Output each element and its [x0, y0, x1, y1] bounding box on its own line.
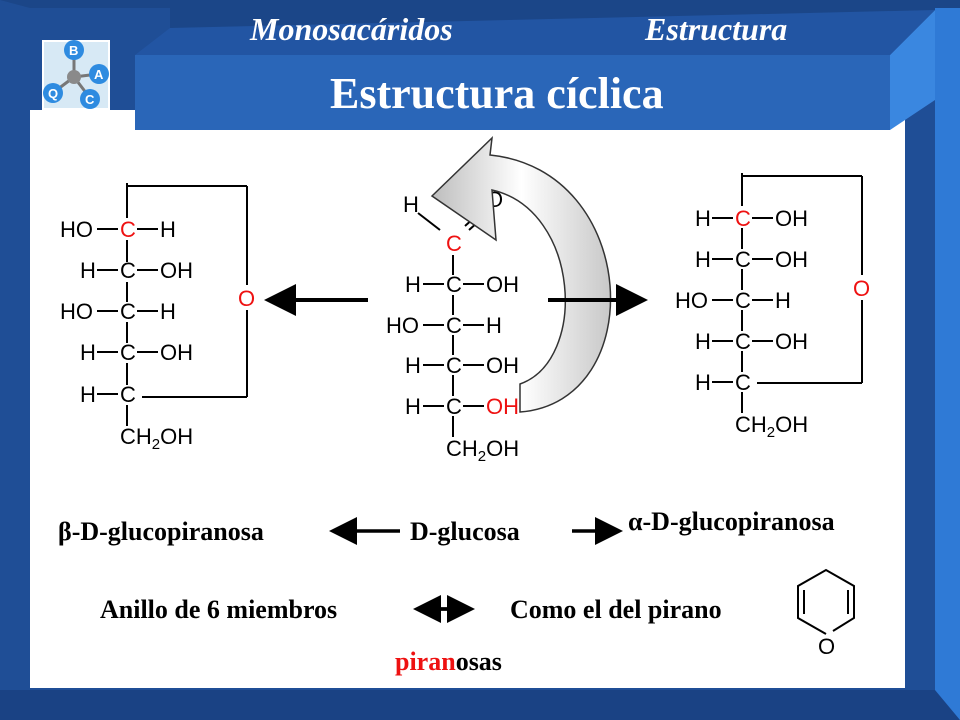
- atom-c-anomeric: C: [120, 217, 136, 242]
- atom-h: H: [405, 272, 421, 297]
- atom-ho: HO: [60, 217, 93, 242]
- atom-ch2-tail: OH: [775, 412, 808, 437]
- ring-oxygen: O: [853, 276, 870, 301]
- atom-oh: OH: [160, 258, 193, 283]
- atom-c: C: [735, 329, 751, 354]
- atom-c: C: [120, 340, 136, 365]
- ring-size-label: Anillo de 6 miembros: [100, 595, 337, 624]
- frame-bottom-edge: [0, 690, 960, 720]
- atom-h: H: [775, 288, 791, 313]
- title-band: [135, 55, 890, 130]
- header-right: Estructura: [644, 11, 787, 47]
- atom-h: H: [160, 299, 176, 324]
- beta-atoms: HO C H H C OH HO C H H C OH H C CH2OH O: [60, 217, 255, 453]
- frame-right-edge: [935, 8, 960, 720]
- beta-name: -D-glucopiranosa: [72, 517, 264, 546]
- atom-h: H: [80, 382, 96, 407]
- atom-c: C: [446, 313, 462, 338]
- logo-letter-b: B: [69, 43, 78, 58]
- atom-h: H: [405, 394, 421, 419]
- atom-ch2-subscript: 2: [152, 436, 160, 453]
- atom-c: C: [735, 288, 751, 313]
- atom-ch2-subscript: 2: [478, 448, 486, 465]
- page-title: Estructura cíclica: [330, 69, 664, 118]
- atom-c: C: [120, 382, 136, 407]
- atom-ho: HO: [675, 288, 708, 313]
- ring-oxygen: O: [238, 286, 255, 311]
- logo-letter-c: C: [85, 92, 95, 107]
- atom-h: H: [160, 217, 176, 242]
- atom-ch2-main: CH: [120, 424, 152, 449]
- atom-h: H: [695, 370, 711, 395]
- cyclization-curved-arrow: [430, 135, 612, 413]
- panel-bevel: [30, 110, 140, 130]
- atom-ho: HO: [386, 313, 419, 338]
- atom-oh: OH: [775, 329, 808, 354]
- atom-c: C: [446, 394, 462, 419]
- logo-letter-q: Q: [48, 86, 58, 101]
- pyranoses-label: piranosas: [395, 647, 502, 676]
- atom-h: H: [695, 247, 711, 272]
- alpha-atoms: H C OH H C OH HO C H H C OH H C CH2OH O: [675, 206, 870, 441]
- beta-symbol: β: [58, 517, 72, 546]
- atom-c: C: [120, 258, 136, 283]
- alpha-symbol: α: [628, 507, 643, 536]
- atom-c: C: [735, 370, 751, 395]
- atom-h: H: [80, 340, 96, 365]
- atom-c: C: [446, 353, 462, 378]
- atom-h: H: [486, 313, 502, 338]
- atom-c: C: [120, 299, 136, 324]
- atom-h: H: [695, 206, 711, 231]
- atom-ch2-subscript: 2: [767, 424, 775, 441]
- atom-ch2-tail: OH: [486, 436, 519, 461]
- atom-h: H: [695, 329, 711, 354]
- atom-ch2-main: CH: [446, 436, 478, 461]
- title-band-top: [135, 10, 935, 55]
- glucose-label: D-glucosa: [410, 517, 520, 546]
- atom-oh: OH: [775, 247, 808, 272]
- alpha-name: -D-glucopiranosa: [643, 507, 835, 536]
- atom-ho: HO: [60, 299, 93, 324]
- pyranoses-rest: osas: [456, 647, 502, 676]
- atom-oh: OH: [486, 353, 519, 378]
- pyranoses-red: piran: [395, 647, 456, 676]
- atom-c: C: [735, 247, 751, 272]
- pyran-ring-icon: [797, 568, 855, 635]
- atom-c-anomeric: C: [735, 206, 751, 231]
- atom-ch2-tail: OH: [160, 424, 193, 449]
- atom-oh: OH: [775, 206, 808, 231]
- header-left: Monosacáridos: [249, 11, 453, 47]
- atom-c: C: [446, 272, 462, 297]
- frame-top-band: [0, 0, 960, 8]
- beta-glucopyranose-structure: [97, 183, 248, 426]
- atom-oh: OH: [160, 340, 193, 365]
- atom-oh: OH: [486, 272, 519, 297]
- molecule-logo-icon: B A C Q: [42, 40, 110, 110]
- open-chain-glucose-structure: [417, 208, 489, 437]
- alpha-label: α-D-glucopiranosa: [628, 507, 835, 536]
- logo-letter-a: A: [94, 67, 104, 82]
- atom-c-carbonyl: C: [446, 231, 462, 256]
- atom-h: H: [80, 258, 96, 283]
- atom-ch2: CH2OH: [446, 436, 519, 465]
- atom-ch2: CH2OH: [120, 424, 193, 453]
- atom-ch2: CH2OH: [735, 412, 808, 441]
- atom-oh-c5: OH: [486, 394, 519, 419]
- pyran-comparison-label: Como el del pirano: [510, 595, 722, 624]
- atom-h-aldehyde: H: [403, 192, 419, 217]
- title-band-shade: [890, 10, 935, 130]
- pyran-oxygen: O: [818, 634, 835, 659]
- beta-label: β-D-glucopiranosa: [58, 517, 264, 546]
- atom-ch2-main: CH: [735, 412, 767, 437]
- atom-h: H: [405, 353, 421, 378]
- alpha-glucopyranose-structure: [712, 173, 863, 413]
